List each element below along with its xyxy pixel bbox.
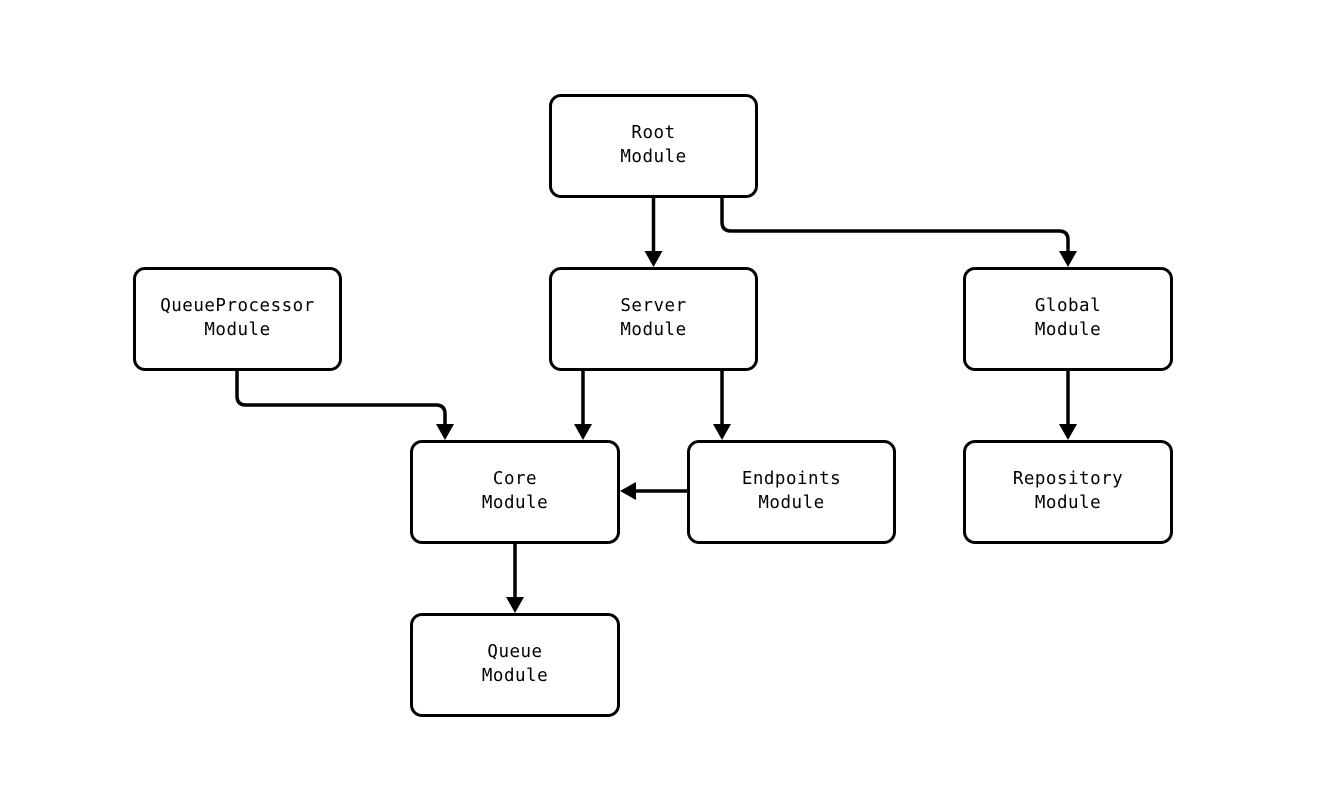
arrowhead-root-to-global — [1059, 251, 1077, 267]
node-label-secondary: Module — [1034, 320, 1102, 340]
arrowhead-queueprocessor-to-core — [436, 424, 454, 440]
node-label-primary: Repository — [1012, 469, 1124, 490]
node-label-secondary: Module — [1034, 493, 1102, 513]
arrowhead-server-to-endpoints — [713, 424, 731, 440]
node-label-secondary: Module — [620, 147, 687, 167]
node-label-secondary: Module — [481, 666, 549, 686]
node-label-primary: Root — [631, 123, 676, 144]
node-label-primary: Queue — [487, 642, 543, 663]
arrowhead-root-to-server — [644, 251, 663, 267]
edge-root-to-global — [720, 198, 1070, 252]
node-label-primary: Server — [620, 296, 687, 317]
node-label-primary: Endpoints — [741, 469, 842, 490]
arrowhead-core-to-queue — [506, 597, 524, 613]
node-label-secondary: Module — [204, 320, 271, 340]
node-label-primary: Core — [492, 469, 538, 490]
edge-queueprocessor-to-core — [235, 371, 447, 425]
arrowhead-endpoints-to-core — [620, 482, 636, 500]
node-label-primary: QueueProcessor — [160, 296, 315, 317]
node-label-primary: Global — [1034, 296, 1102, 317]
node-label-secondary: Module — [481, 493, 549, 513]
node-label-secondary: Module — [758, 493, 825, 513]
node-label-secondary: Module — [620, 320, 687, 340]
arrowhead-global-to-repository — [1059, 424, 1077, 440]
arrowhead-server-to-core — [574, 424, 592, 440]
